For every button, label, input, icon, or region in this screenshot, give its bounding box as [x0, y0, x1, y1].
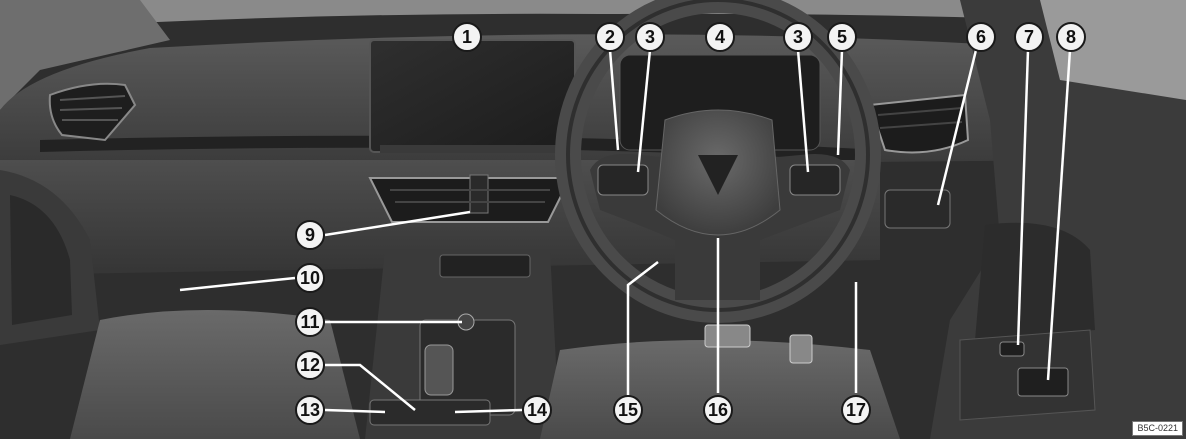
light-switch-panel — [884, 189, 951, 229]
window-buttons — [1017, 367, 1069, 397]
leader-lines — [179, 49, 1072, 414]
gear-selector — [424, 344, 454, 396]
leader-line-8 — [1046, 49, 1072, 381]
callout-1: 1 — [452, 22, 482, 52]
mirror-adjust-knob — [999, 341, 1025, 357]
usb-ports — [439, 254, 531, 278]
callout-6: 6 — [966, 22, 996, 52]
callout-5: 5 — [827, 22, 857, 52]
callout-15: 15 — [613, 395, 643, 425]
leader-line-13 — [324, 408, 386, 414]
callout-11: 11 — [295, 307, 325, 337]
callout-3-left: 3 — [635, 22, 665, 52]
infotainment-screen — [369, 39, 576, 153]
wheel-controls-right — [789, 164, 841, 196]
callout-9: 9 — [295, 220, 325, 250]
leader-line-2 — [608, 49, 620, 151]
leader-line-12 — [325, 363, 416, 411]
leader-line-3b — [796, 49, 810, 173]
callout-16: 16 — [703, 395, 733, 425]
callout-2: 2 — [595, 22, 625, 52]
accelerator-pedal — [789, 334, 813, 364]
wheel-controls-left — [597, 164, 649, 196]
callout-14: 14 — [522, 395, 552, 425]
door-handle-area — [975, 222, 1095, 340]
left-door-panel — [10, 195, 72, 325]
passenger-seat — [70, 310, 360, 439]
callout-8: 8 — [1056, 22, 1086, 52]
callout-7: 7 — [1014, 22, 1044, 52]
leader-line-3a — [636, 49, 652, 173]
callout-13: 13 — [295, 395, 325, 425]
reference-code: B5C-0221 — [1132, 421, 1183, 436]
callout-17: 17 — [841, 395, 871, 425]
leader-line-10 — [179, 276, 296, 292]
a-pillar-left — [0, 0, 170, 110]
leader-line-15 — [626, 261, 659, 395]
callout-10: 10 — [295, 263, 325, 293]
leader-line-9 — [324, 210, 471, 237]
brake-pedal — [704, 324, 751, 348]
leader-line-14 — [454, 408, 523, 414]
leader-line-5 — [836, 49, 844, 156]
callout-12: 12 — [295, 350, 325, 380]
brand-logo-icon — [698, 155, 738, 195]
windshield — [0, 0, 1186, 30]
callout-4: 4 — [705, 22, 735, 52]
hazard-switch — [469, 174, 489, 214]
leader-line-7 — [1016, 49, 1030, 346]
callout-3-right: 3 — [783, 22, 813, 52]
left-air-vent — [48, 82, 137, 142]
screen-touch-bar — [380, 145, 565, 153]
leader-line-6 — [936, 49, 978, 206]
